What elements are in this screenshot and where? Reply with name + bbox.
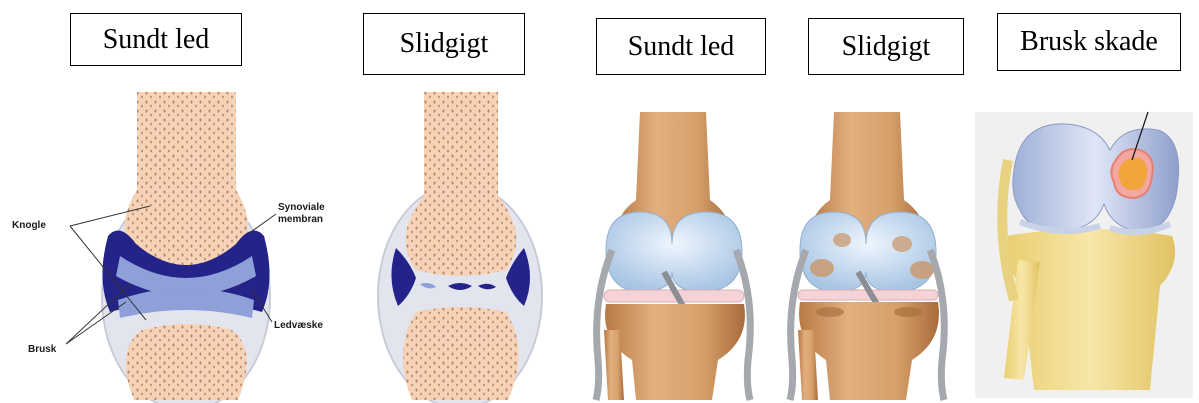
osteoarthritis-knee-illustration (790, 112, 944, 400)
label-membrane: membran (278, 214, 323, 225)
label-bone: Knogle (12, 220, 46, 231)
label-synovial-fluid: Ledvæske (274, 320, 323, 331)
label-cartilage: Brusk (28, 344, 57, 355)
label-synovial: Synoviale (278, 202, 325, 213)
cartilage-damage-illustration (975, 112, 1193, 398)
healthy-knee-illustration (596, 112, 750, 400)
healthy-joint-diagram: Knogle Synoviale membran Ledvæske Brusk (12, 92, 325, 403)
osteoarthritis-joint-diagram (378, 92, 542, 403)
